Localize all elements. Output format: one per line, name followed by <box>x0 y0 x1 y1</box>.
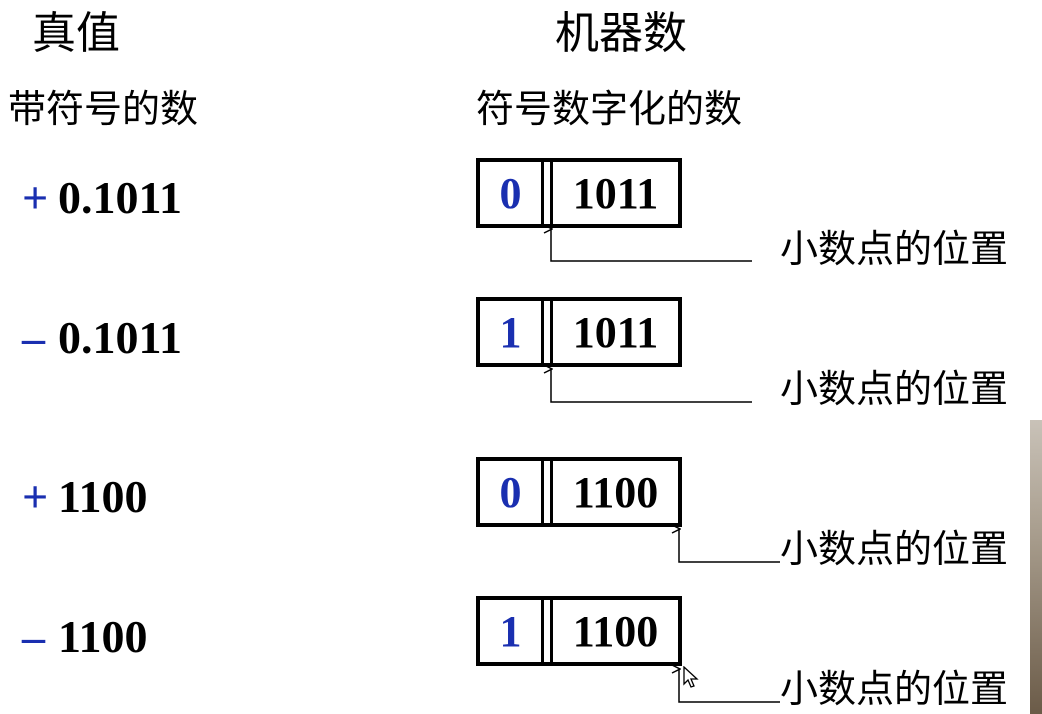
sign-symbol: + <box>22 471 49 522</box>
true-value-row-3: +1100 <box>22 474 147 520</box>
machine-register-row-3: 0 1100 <box>476 457 682 527</box>
magnitude-cell: 1100 <box>572 467 659 517</box>
sign-bit-cell: 0 <box>480 461 544 523</box>
magnitude-cell: 1100 <box>572 606 659 656</box>
true-value-row-4: –1100 <box>22 614 147 660</box>
decimal-point-label-row-2: 小数点的位置 <box>780 367 1009 411</box>
decimal-point-label-row-1: 小数点的位置 <box>780 227 1009 271</box>
decimal-point-label-row-4: 小数点的位置 <box>780 667 1009 711</box>
leader-line-row-2 <box>551 369 752 403</box>
sign-symbol: – <box>22 312 45 363</box>
value-text: 1100 <box>58 471 148 522</box>
decimal-point-label-row-3: 小数点的位置 <box>780 527 1009 571</box>
sign-bit-cell: 1 <box>480 600 544 662</box>
true-value-row-1: +0.1011 <box>22 175 182 221</box>
value-text: 1100 <box>58 611 148 662</box>
sign-digitized-header: 符号数字化的数 <box>476 87 743 131</box>
mouse-cursor-icon <box>683 666 699 688</box>
cell-separator <box>550 461 553 523</box>
leader-line-row-3 <box>679 529 780 563</box>
leader-line-row-1 <box>551 229 752 262</box>
machine-register-row-1: 0 1011 <box>476 158 682 228</box>
background-photo-fragment <box>1030 420 1042 714</box>
value-text: 0.1011 <box>58 312 182 363</box>
true-value-row-2: –0.1011 <box>22 315 182 361</box>
sign-symbol: – <box>22 611 45 662</box>
machine-number-header: 机器数 <box>555 8 687 59</box>
magnitude-cell: 1011 <box>572 307 659 357</box>
cell-separator <box>550 600 553 662</box>
signed-number-header: 带符号的数 <box>8 87 199 131</box>
machine-register-row-2: 1 1011 <box>476 297 682 367</box>
value-text: 0.1011 <box>58 172 182 223</box>
sign-symbol: + <box>22 172 49 223</box>
sign-bit-cell: 0 <box>480 162 544 224</box>
true-value-header: 真值 <box>32 8 120 59</box>
machine-register-row-4: 1 1100 <box>476 596 682 666</box>
cell-separator <box>550 162 553 224</box>
cell-separator <box>550 301 553 363</box>
leader-line-row-4 <box>679 669 780 703</box>
sign-bit-cell: 1 <box>480 301 544 363</box>
magnitude-cell: 1011 <box>572 168 659 218</box>
